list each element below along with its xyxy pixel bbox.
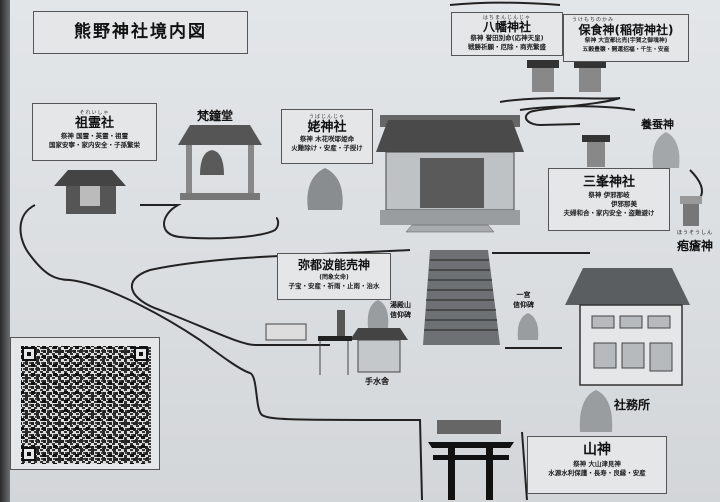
yudono-stone	[367, 300, 389, 328]
map-title: 熊野神社境内図	[74, 22, 207, 42]
mizuhanome-name: 弥都波能売神	[297, 258, 370, 272]
yamanokami-name: 山神	[583, 442, 611, 458]
ubagami-name: 姥神社	[307, 120, 347, 135]
hachiman-name: 八幡神社	[482, 20, 531, 34]
kaiko-stone	[652, 132, 680, 168]
mitsumine-line: 祭神 伊邪那岐	[588, 191, 630, 199]
kaiko-label: 養蚕神	[641, 118, 674, 131]
bell-tower-label: 梵鐘堂	[197, 109, 234, 123]
ichinomiya-stone	[517, 313, 539, 340]
mitsumine-line: 夫婦和合・家内安全・盗難避け	[563, 209, 655, 217]
hoso-ruby: ほうそうしん	[677, 230, 714, 236]
yamanokami-line: 水源水利保護・長寿・良縁・安産	[548, 469, 646, 477]
path-left	[19, 204, 423, 501]
hachiman-line: 祭神 誉田別命(応神天皇)	[470, 34, 544, 42]
ubagami-shrine-box: うばじんじゃ 姥神社 祭神 木花咲耶姫命 火難除け・安産・子授け	[281, 109, 373, 164]
qr-code[interactable]	[10, 337, 160, 470]
yamanokami-shrine-box: 山神 祭神 大山津見神 水源水利保護・長寿・良縁・安産	[527, 436, 667, 494]
uba-stone	[307, 168, 343, 210]
ichinomiya-label: 一宮 信仰碑	[513, 290, 534, 310]
ukemochi-line: 祭神 大宜都比売(宇賀之御魂神)	[584, 38, 668, 44]
mitsumine-shrine-box: 三峯神社 祭神 伊邪那岐 伊邪那美 夫婦和合・家内安全・盗難避け	[548, 168, 670, 231]
mizuhanome-line: 子宝・安産・祈雨・止雨・治水	[288, 282, 380, 290]
mizuhanome-line: (罔象女命)	[319, 274, 349, 281]
hoso-label: 疱瘡神	[677, 239, 714, 253]
ichinomiya-label-line: 一宮	[516, 291, 531, 299]
ukemochi-ruby: うけもちのかみ	[572, 17, 615, 23]
main-hall-drawing	[376, 115, 524, 233]
small-shrines	[527, 60, 702, 226]
temizuya-drawing	[265, 310, 408, 375]
hachiman-ruby: はちまんじんじゃ	[482, 15, 531, 21]
yudono-label-line: 湯殿山	[390, 301, 411, 309]
yamanokami-line: 祭神 大山津見神	[573, 460, 621, 468]
hachiman-line: 戦勝祈願・厄除・商売繁盛	[468, 43, 546, 51]
hachiman-shrine-box: はちまんじんじゃ 八幡神社 祭神 誉田別命(応神天皇) 戦勝祈願・厄除・商売繁盛	[451, 12, 563, 56]
soreisha-line: 祭神 国霊・英霊・祖霊	[60, 132, 129, 140]
staircase-drawing	[423, 250, 500, 345]
qr-code-pattern	[21, 346, 151, 464]
office-label: 社務所	[614, 398, 651, 412]
torii-drawing	[428, 420, 514, 500]
photo-edge	[0, 0, 10, 502]
yudono-label: 湯殿山 信仰碑	[390, 300, 411, 320]
mitsumine-name: 三峯神社	[582, 175, 635, 190]
bell-tower-drawing	[178, 125, 262, 200]
ichinomiya-label-line: 信仰碑	[513, 301, 534, 309]
soreisha-line: 国家安寧・家内安全・子孫繁栄	[49, 141, 140, 149]
ukemochi-shrine-box: うけもちのかみ 保食神(稲荷神社) 祭神 大宜都比売(宇賀之御魂神) 五穀豊穣・…	[563, 14, 689, 62]
yamanokami-stone	[579, 390, 613, 432]
ukemochi-line: 五穀豊穣・開運招福・千生・安産	[582, 47, 670, 53]
soreisha-shrine-box: それいしゃ 祖霊社 祭神 国霊・英霊・祖霊 国家安寧・家内安全・子孫繁栄	[32, 103, 157, 161]
soreisha-ruby: それいしゃ	[79, 110, 110, 116]
ubagami-line: 火難除け・安産・子授け	[291, 144, 363, 152]
temizuya-label: 手水舎	[365, 377, 389, 386]
mizuhanome-shrine-box: 弥都波能売神 (罔象女命) 子宝・安産・祈雨・止雨・治水	[277, 253, 391, 300]
map-title-box: 熊野神社境内図	[33, 11, 248, 54]
soreisha-name: 祖霊社	[74, 116, 114, 131]
yudono-label-line: 信仰碑	[390, 311, 411, 319]
soreisha-drawing	[54, 170, 126, 214]
office-building-drawing	[565, 268, 690, 386]
ukemochi-name: 保食神(稲荷神社)	[578, 23, 674, 37]
mitsumine-line: 伊邪那美	[611, 200, 637, 208]
ubagami-ruby: うばじんじゃ	[308, 114, 345, 120]
ubagami-line: 祭神 木花咲耶姫命	[299, 135, 355, 143]
